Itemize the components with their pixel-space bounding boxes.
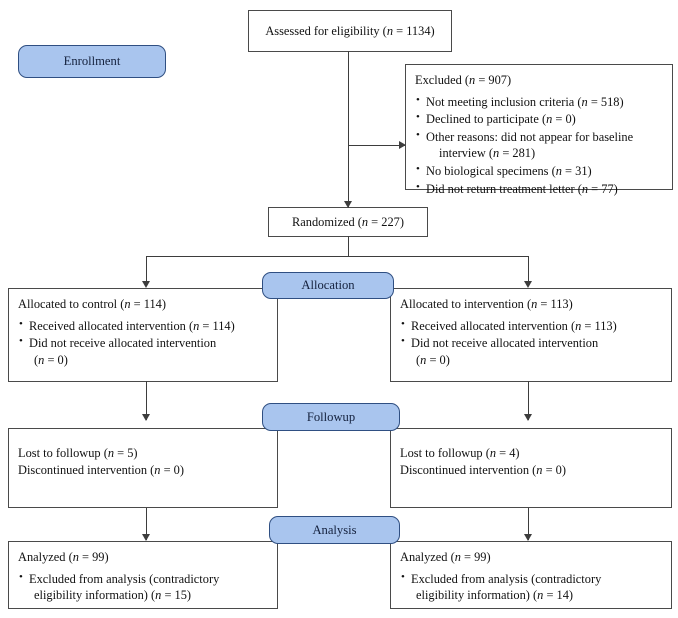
connector-randomized-down [348,236,349,256]
list-item: Received allocated intervention (n = 114… [18,317,268,335]
allocation-left-list: Received allocated intervention (n = 114… [18,317,268,369]
arrowhead-analysis-left [142,534,150,541]
list-item: Received allocated intervention (n = 113… [400,317,662,335]
list-item-line1: Excluded from analysis (contradictory [29,571,220,586]
box-analyzed-intervention: Analyzed (n = 99) Excluded from analysis… [390,541,672,609]
stage-label-followup: Followup [262,403,400,431]
list-item-line1: Other reasons: did not appear for baseli… [426,129,634,144]
list-item-line2: eligibility information) (n = 14) [416,588,574,603]
list-item: No biological specimens (n = 31) [415,162,663,180]
list-item: Did not receive allocated intervention (… [400,334,662,368]
randomized-label: Randomized (n = 227) [292,214,404,229]
arrowhead-followup-right [524,414,532,421]
followup-label: Followup [306,409,356,424]
arrowhead-analysis-right [524,534,532,541]
list-item-line2: (n = 0) [416,352,450,367]
list-item: Did not receive allocated intervention (… [18,334,268,368]
excluded-list: Not meeting inclusion criteria (n = 518)… [415,93,663,198]
list-item: Did not return treatment letter (n = 77) [415,180,663,198]
connector-split-horizontal [146,256,529,257]
box-assessed-for-eligibility: Assessed for eligibility (n = 1134) [248,10,452,52]
connector-followup-right-to-analysis [528,508,529,540]
list-item: Not meeting inclusion criteria (n = 518) [415,93,663,111]
arrowhead-allocation-left [142,281,150,288]
followup-right-line1: Lost to followup (n = 4) [400,446,520,460]
connector-alloc-left-to-followup [146,381,147,420]
stage-label-enrollment: Enrollment [18,45,166,78]
excluded-header: Excluded (n = 907) [415,73,512,87]
list-item-line2: interview (n = 281) [439,146,536,161]
followup-right-line2: Discontinued intervention (n = 0) [400,462,566,477]
box-followup-control: Lost to followup (n = 5) Discontinued in… [8,428,278,508]
analysis-right-header: Analyzed (n = 99) [400,550,491,564]
arrowhead-allocation-right [524,281,532,288]
analysis-right-list: Excluded from analysis (contradictory el… [400,570,662,604]
list-item-line2: (n = 0) [34,352,68,367]
connector-followup-left-to-analysis [146,508,147,540]
analysis-label: Analysis [312,522,357,537]
enrollment-label: Enrollment [63,54,121,68]
box-allocated-control: Allocated to control (n = 114) Received … [8,288,278,382]
allocation-right-list: Received allocated intervention (n = 113… [400,317,662,369]
connector-assessed-to-randomized [348,51,349,208]
analysis-left-header: Analyzed (n = 99) [18,550,109,564]
connector-alloc-right-to-followup [528,381,529,420]
allocation-label: Allocation [301,278,355,292]
arrowhead-followup-left [142,414,150,421]
followup-left-line1: Lost to followup (n = 5) [18,446,138,460]
connector-to-excluded [348,145,405,146]
list-item-line1: Did not receive allocated intervention [411,336,599,351]
box-excluded: Excluded (n = 907) Not meeting inclusion… [405,64,673,196]
list-item: Other reasons: did not appear for baseli… [415,128,663,162]
connector-split-left [146,256,147,285]
arrowhead-excluded [399,141,406,149]
list-item-line1: Did not receive allocated intervention [29,336,217,351]
box-analyzed-control: Analyzed (n = 99) Excluded from analysis… [8,541,278,609]
list-item-line2: eligibility information) (n = 15) [34,588,192,603]
box-followup-intervention: Lost to followup (n = 4) Discontinued in… [390,428,672,508]
stage-label-analysis: Analysis [269,516,400,544]
allocation-left-header: Allocated to control (n = 114) [18,297,166,311]
box-allocated-intervention: Allocated to intervention (n = 113) Rece… [390,288,672,382]
box-randomized: Randomized (n = 227) [268,207,428,237]
list-item-line1: Excluded from analysis (contradictory [411,571,602,586]
list-item: Excluded from analysis (contradictory el… [18,570,268,604]
list-item: Excluded from analysis (contradictory el… [400,570,662,604]
assessed-label: Assessed for eligibility (n = 1134) [265,23,435,38]
stage-label-allocation: Allocation [262,272,394,299]
connector-split-right [528,256,529,285]
allocation-right-header: Allocated to intervention (n = 113) [400,297,573,311]
list-item: Declined to participate (n = 0) [415,110,663,128]
followup-left-line2: Discontinued intervention (n = 0) [18,462,184,477]
analysis-left-list: Excluded from analysis (contradictory el… [18,570,268,604]
arrowhead-randomized [344,201,352,208]
